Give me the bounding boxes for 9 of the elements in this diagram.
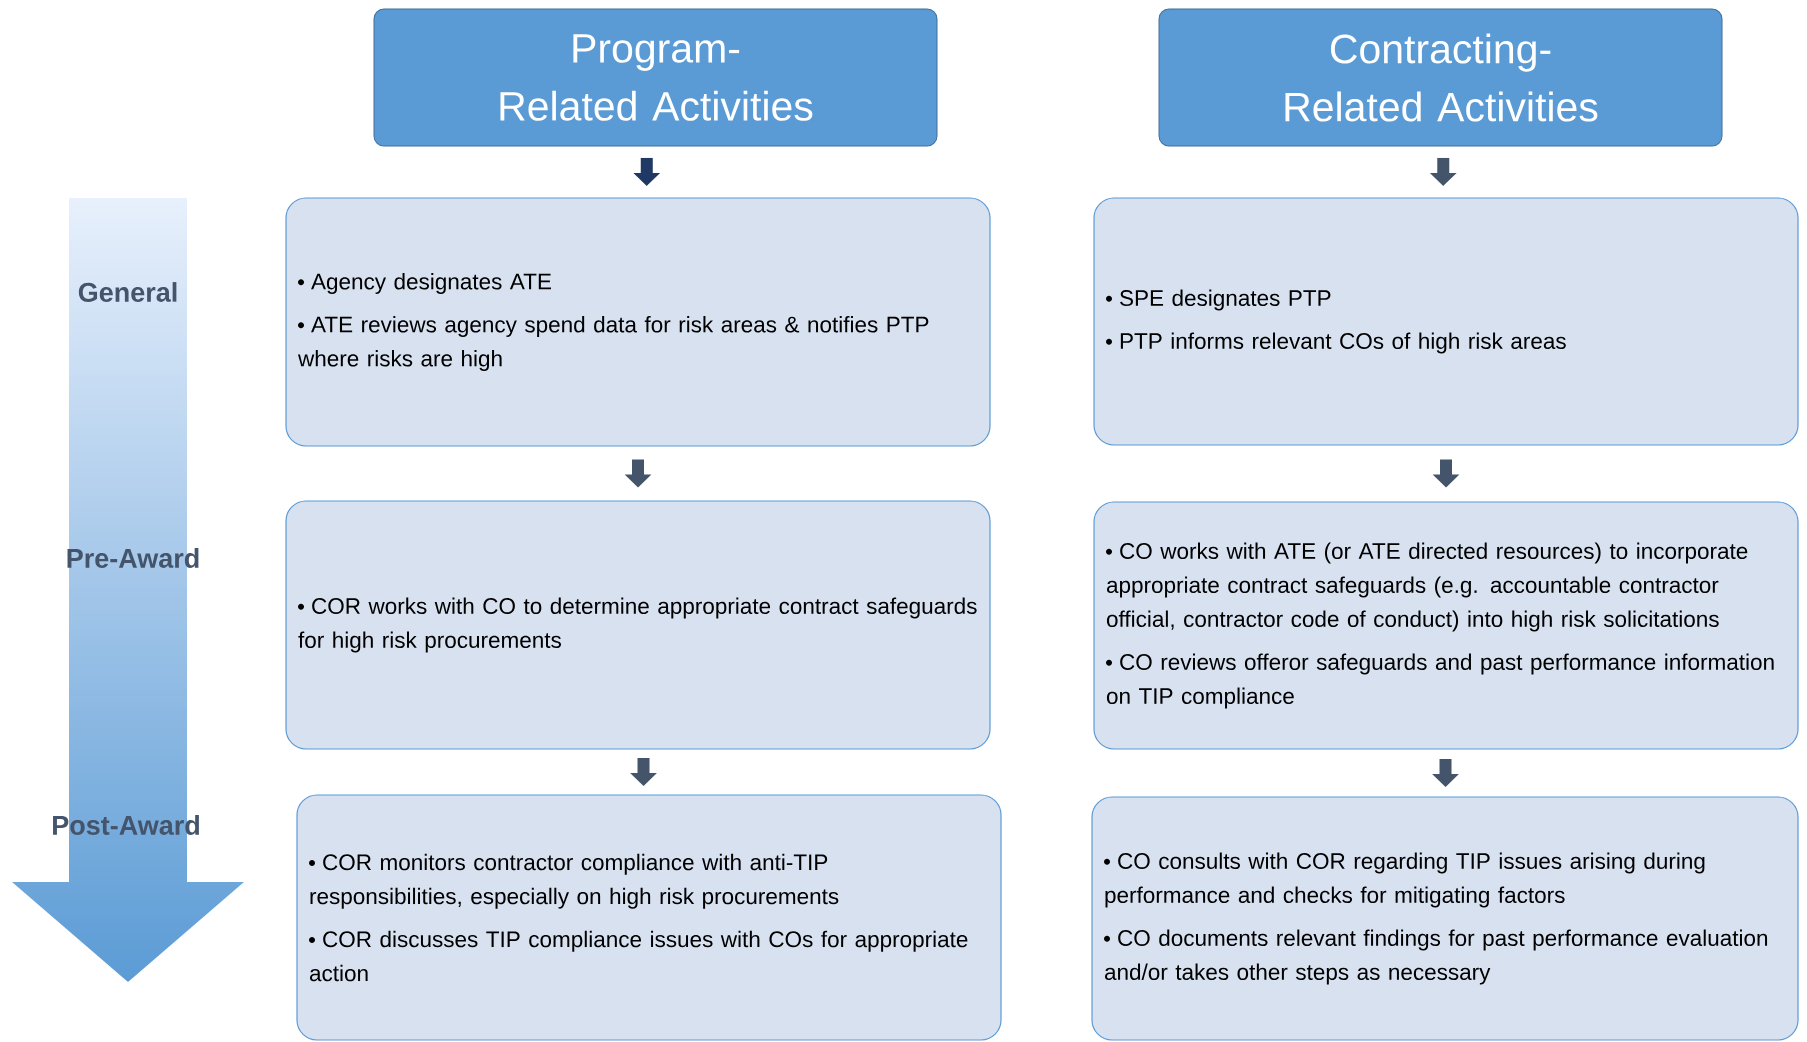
activity-box: CO works with ATE (or ATE directed resources) to incorporate appropriate contract safeguards (e.g. accountable contractor official, contractor code of conduct) into high risk solicitations CO reviews offeror safeguards and past performance information on TIP compliance	[1093, 501, 1799, 750]
stage-label: General	[78, 282, 177, 302]
activity-box: Agency designates ATE ATE reviews agency spend data for risk areas & notifies PTP where risks are high	[285, 197, 991, 447]
activity-box: CO consults with COR regarding TIP issues arising during performance and checks for mitigating factors CO documents relevant findings for past performance evaluation and/or takes other steps as necessary	[1091, 796, 1799, 1041]
activity-box: COR works with CO to determine appropriate contract safeguards for high risk procurements	[285, 500, 991, 750]
header-box: Contracting-Related Activities	[1158, 8, 1723, 147]
header-box: Program-Related Activities	[373, 8, 938, 147]
activity-box: SPE designates PTP PTP informs relevant COs of high risk areas	[1093, 197, 1799, 446]
activity-box: COR monitors contractor compliance with anti-TIP responsibilities, especially on high risk procurements COR discusses TIP compliance issues with COs for appropriate action	[296, 794, 1002, 1041]
